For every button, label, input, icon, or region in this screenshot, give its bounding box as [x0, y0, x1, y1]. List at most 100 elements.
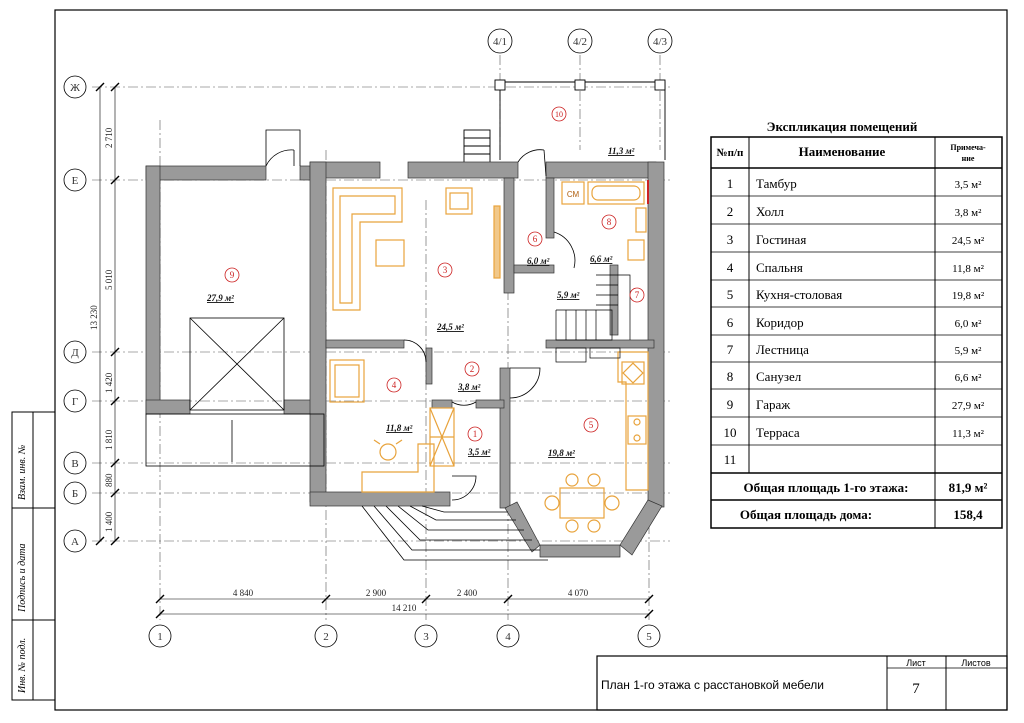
total-house-label: Общая площадь дома:	[740, 507, 872, 522]
axis-label-g: Г	[72, 396, 78, 408]
axis-bubble-5	[637, 624, 661, 648]
axis-bubble-g	[63, 389, 87, 413]
room-2-area: 3,8 м²	[457, 382, 481, 392]
axis-label-d: Д	[71, 347, 79, 359]
explication-title: Экспликация помещений	[767, 119, 918, 134]
svg-text:4: 4	[727, 260, 734, 275]
svg-text:9: 9	[727, 397, 734, 412]
kitchen-bay	[504, 499, 663, 558]
explication-table	[710, 136, 1003, 529]
room-1-number: 1	[473, 429, 478, 439]
axis-label-5: 5	[646, 631, 652, 643]
svg-text:Терраса: Терраса	[756, 425, 800, 440]
sheet-label: Лист	[906, 658, 926, 668]
total-floor-value: 81,9 м²	[949, 480, 988, 495]
room-5-area: 19,8 м²	[548, 448, 575, 458]
axis-bubble-4-3	[647, 28, 673, 54]
entry-steps	[361, 505, 548, 561]
axis-bubble-d	[63, 340, 87, 364]
axis-bubble-1	[148, 624, 172, 648]
axis-label-e: Е	[72, 175, 79, 187]
axis-label-2: 2	[323, 631, 329, 643]
axis-label-4-2: 4/2	[573, 36, 587, 48]
washer-label: СМ	[567, 190, 580, 199]
dim-h-2900: 2 900	[366, 588, 387, 598]
svg-text:Гостиная: Гостиная	[756, 232, 806, 247]
axis-bubbles	[63, 28, 673, 648]
axis-bubble-b	[63, 481, 87, 505]
sheet-number: 7	[912, 681, 920, 697]
room-8-area: 6,6 м²	[590, 254, 613, 264]
sheets-label: Листов	[961, 658, 990, 668]
vertical-dimension-chain	[95, 82, 120, 546]
axis-label-1: 1	[157, 631, 163, 643]
room-8-number: 8	[607, 217, 612, 227]
svg-text:6: 6	[727, 315, 734, 330]
svg-text:6,0 м²: 6,0 м²	[955, 318, 982, 330]
stamp-inv-label: Инв. № подл.	[17, 638, 28, 694]
svg-text:11,8 м²: 11,8 м²	[952, 263, 985, 275]
col-note-header-1: Примеча-	[950, 143, 986, 152]
room-6-number: 6	[533, 234, 538, 244]
svg-text:Гараж: Гараж	[756, 397, 791, 412]
dim-v-1420: 1 420	[104, 372, 114, 393]
room-markers	[224, 106, 645, 442]
dim-h-4070: 4 070	[568, 588, 589, 598]
dim-v-2710: 2 710	[104, 127, 114, 148]
svg-text:2: 2	[727, 204, 734, 219]
axis-bubble-3	[414, 624, 438, 648]
svg-text:5,9 м²: 5,9 м²	[955, 345, 982, 357]
axis-bubble-2	[314, 624, 338, 648]
svg-text:3,8 м²: 3,8 м²	[955, 207, 982, 219]
room-9-number: 9	[230, 270, 235, 280]
room-4-area: 11,8 м²	[386, 423, 413, 433]
axis-label-b: Б	[72, 488, 78, 500]
sheet-frame	[54, 9, 1008, 711]
room-7-number: 7	[635, 290, 640, 300]
svg-text:6,6 м²: 6,6 м²	[955, 372, 982, 384]
room-4-number: 4	[392, 380, 397, 390]
table-row: 11	[724, 452, 737, 467]
doors	[403, 149, 576, 501]
col-num-header: №п/п	[717, 147, 744, 159]
dim-v-5010: 5 010	[104, 269, 114, 290]
svg-text:Лестница: Лестница	[756, 342, 809, 357]
axis-label-4-3: 4/3	[653, 36, 668, 48]
svg-text:Тамбур: Тамбур	[756, 176, 797, 191]
axis-bubble-4	[496, 624, 520, 648]
room-7-area: 5,9 м²	[557, 290, 580, 300]
room-5-number: 5	[589, 420, 594, 430]
svg-text:11: 11	[724, 452, 737, 467]
axis-label-3: 3	[423, 631, 429, 643]
axis-label-a: А	[71, 536, 79, 548]
svg-text:27,9 м²: 27,9 м²	[952, 400, 985, 412]
axis-bubble-4-1	[487, 28, 513, 54]
axis-bubble-a	[63, 529, 87, 553]
table-row: 9 Гараж 27,9 м²	[727, 397, 985, 412]
room-10-number: 10	[555, 110, 563, 119]
col-name-header: Наименование	[799, 144, 886, 159]
svg-text:8: 8	[727, 369, 734, 384]
title-block	[596, 655, 1008, 711]
room-10-area: 11,3 м²	[608, 146, 635, 156]
garage-details	[145, 129, 325, 467]
axis-bubble-zh	[63, 75, 87, 99]
furniture	[329, 181, 649, 533]
svg-text:3,5 м²: 3,5 м²	[955, 179, 982, 191]
dim-h-4840: 4 840	[233, 588, 254, 598]
axis-bubble-v	[63, 451, 87, 475]
side-stamp: Инв. № подл. Подпись и дата Взам. инв. №	[11, 411, 56, 701]
stamp-sign-label: Подпись и дата	[17, 543, 28, 613]
axis-label-v: В	[71, 458, 78, 470]
total-floor-label: Общая площадь 1-го этажа:	[744, 480, 909, 495]
axis-label-4: 4	[505, 631, 511, 643]
dim-v-1810: 1 810	[104, 429, 114, 450]
room-3-number: 3	[443, 265, 448, 275]
